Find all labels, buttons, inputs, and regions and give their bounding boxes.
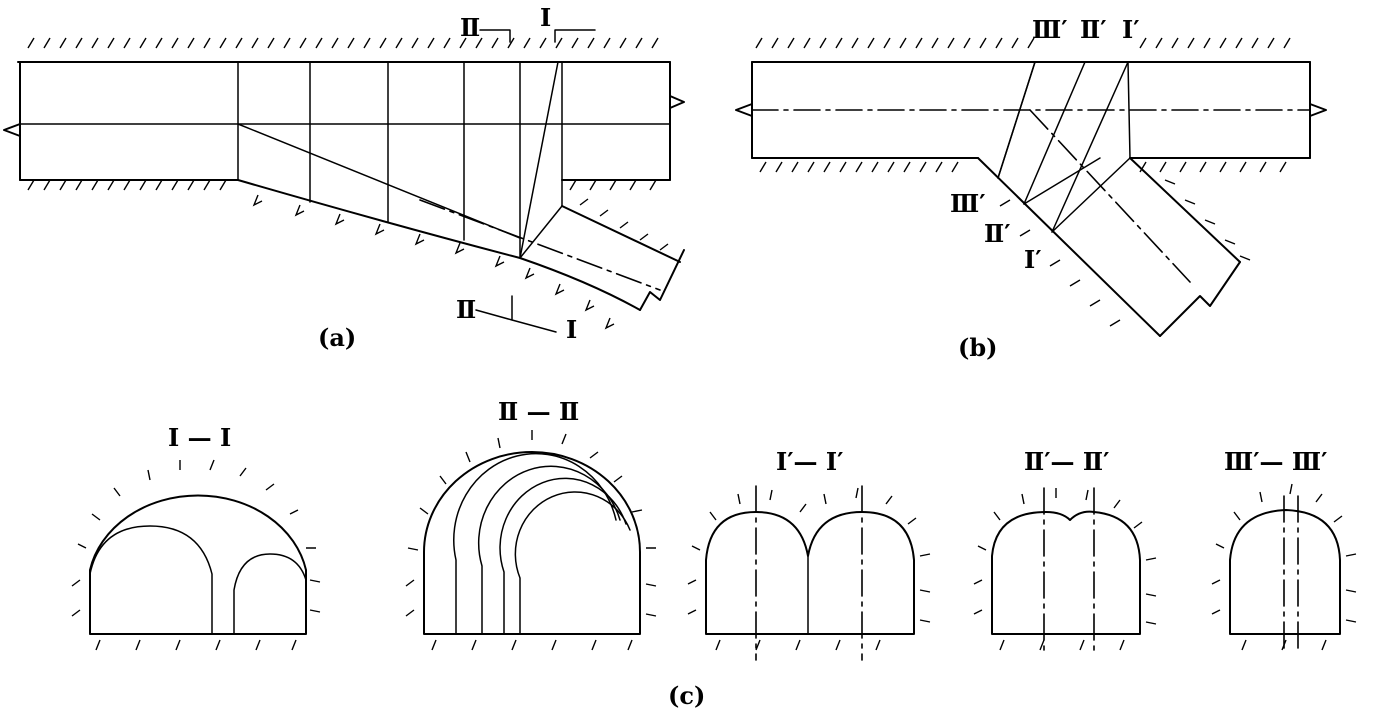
section-I-I: Ⅰ — Ⅰ xyxy=(71,423,321,651)
section-mark-b-top-3: Ⅰ′ xyxy=(1122,15,1140,44)
panel-a-plan: Ⅱ Ⅰ Ⅱ Ⅰ (a) xyxy=(3,3,685,352)
section-II-prime: Ⅱ′— Ⅱ′ xyxy=(973,447,1157,653)
panel-a-caption: (a) xyxy=(318,323,356,352)
section-II-II: Ⅱ — Ⅱ xyxy=(405,397,657,651)
section-III-prime: Ⅲ′— Ⅲ′ xyxy=(1211,447,1357,651)
panel-b-ground-hatching xyxy=(755,37,1291,327)
panel-b-plan: Ⅲ′ Ⅱ′ Ⅰ′ Ⅲ′ Ⅱ′ Ⅰ′ (b) xyxy=(735,15,1327,362)
section-I-I-title: Ⅰ — Ⅰ xyxy=(168,423,231,452)
panel-b-caption: (b) xyxy=(958,333,998,362)
section-mark-a-bottom-right: Ⅰ xyxy=(566,315,577,344)
section-I-prime-title: Ⅰ′— Ⅰ′ xyxy=(776,447,843,476)
section-mark-b-side-2: Ⅱ′ xyxy=(984,219,1011,248)
panel-c-caption: (c) xyxy=(668,681,705,710)
section-mark-b-side-3: Ⅰ′ xyxy=(1024,245,1042,274)
section-mark-a-top-left: Ⅱ xyxy=(460,13,480,42)
section-III-prime-title: Ⅲ′— Ⅲ′ xyxy=(1224,447,1327,476)
section-mark-b-top-1: Ⅲ′ xyxy=(1032,15,1068,44)
section-mark-b-top-2: Ⅱ′ xyxy=(1080,15,1107,44)
section-II-prime-title: Ⅱ′— Ⅱ′ xyxy=(1024,447,1109,476)
section-mark-b-side-1: Ⅲ′ xyxy=(950,189,986,218)
section-mark-a-bottom-left: Ⅱ xyxy=(456,295,476,324)
section-mark-a-top-right: Ⅰ xyxy=(540,3,551,32)
section-I-prime: Ⅰ′— Ⅰ′ xyxy=(687,447,931,661)
panel-c-sections: Ⅰ — Ⅰ Ⅱ — Ⅱ Ⅰ′— Ⅰ′ Ⅱ′— Ⅱ′ xyxy=(71,397,1357,710)
panel-a-ground-hatching xyxy=(27,37,669,330)
section-II-II-title: Ⅱ — Ⅱ xyxy=(498,397,579,426)
